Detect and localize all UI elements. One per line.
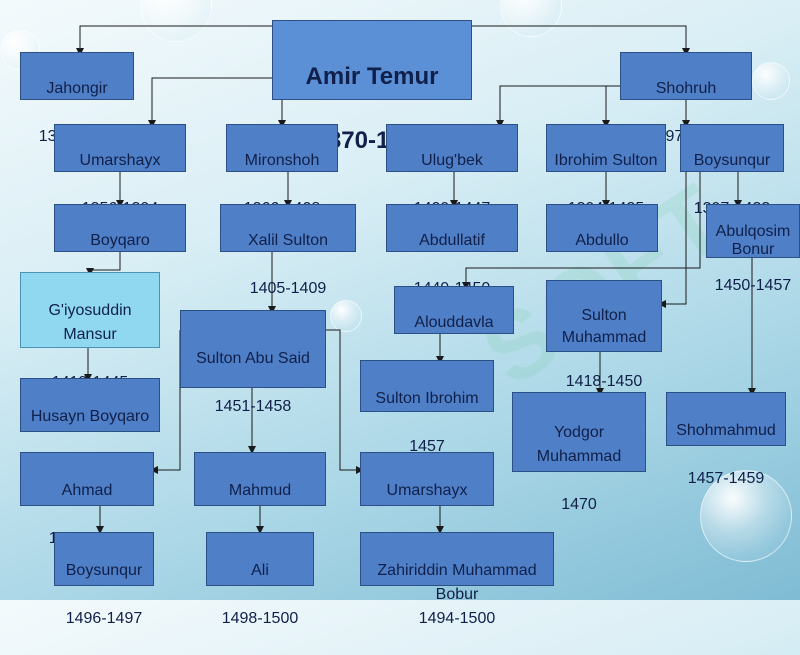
node-husayn-boyqaro: Husayn Boyqaro 1469-1506: [20, 378, 160, 473]
node-amir-temur: Amir Temur 1370-1405: [272, 20, 472, 154]
decorative-bubble: [752, 62, 790, 100]
node-abdullatif: Abdullatif 1449-1450: [386, 204, 518, 297]
node-name: Sulton Abu Said: [196, 350, 310, 367]
node-name: Ali: [251, 562, 269, 579]
node-name: Abdullatif: [419, 232, 485, 249]
node-shohmahmud: Shohmahmud 1457-1459: [666, 392, 786, 487]
node-ibrohim-sulton: Ibrohim Sulton 1394-1435: [546, 124, 666, 217]
node-name: Boyqaro: [90, 232, 150, 249]
node-ali: Ali 1498-1500: [206, 532, 314, 627]
node-abulqosim-bonur: Abulqosim Bonur 1450-1457: [706, 204, 800, 294]
node-boysunqur-mirzo: Boysunqur 1496-1497: [54, 532, 154, 627]
node-boysunqur: Boysunqur 1397-1433: [680, 124, 784, 217]
decorative-bubble: [700, 470, 792, 562]
node-abdullo: Abdullo 1450-1451: [546, 204, 658, 297]
node-name: G'iyosuddin Mansur: [48, 302, 132, 343]
node-years: 1450-1457: [714, 277, 792, 294]
node-umarshayx-mirzo: Umarshayx 1461-1494: [360, 452, 494, 547]
node-years: 1457: [409, 438, 445, 455]
node-years: 1494-1500: [418, 610, 496, 627]
node-name: Amir Temur: [305, 63, 439, 90]
node-name: Mironshoh: [244, 152, 320, 169]
node-sulton-muhammad: Sulton Muhammad 1418-1450: [546, 280, 662, 390]
node-years: 1498-1500: [221, 610, 299, 627]
node-years: 1496-1497: [65, 610, 143, 627]
node-name: Abulqosim Bonur: [715, 223, 791, 258]
node-name: Mahmud: [228, 482, 292, 499]
node-years: 1470: [561, 496, 597, 513]
node-name: Umarshayx: [386, 482, 468, 499]
node-giyosuddin-mansur: G'iyosuddin Mansur 1413-1445: [20, 272, 160, 391]
node-name: Zahiriddin Muhammad Bobur: [377, 562, 537, 603]
connector-lines: [76, 25, 756, 534]
node-zahiriddin-bobur: Zahiriddin Muhammad Bobur 1494-1500: [360, 532, 554, 627]
node-umarshayx: Umarshayx 1356-1394: [54, 124, 186, 217]
node-name: Husayn Boyqaro: [30, 408, 150, 425]
node-xalil-sulton: Xalil Sulton 1405-1409: [220, 204, 356, 297]
node-name: Ahmad: [61, 482, 113, 499]
node-name: Boysunqur: [693, 152, 771, 169]
node-name: Ulug'bek: [421, 152, 483, 169]
node-name: Shohruh: [655, 80, 717, 97]
decorative-bubble: [330, 300, 362, 332]
node-years: 1457-1459: [687, 470, 765, 487]
node-sulton-abu-said: Sulton Abu Said 1451-1458: [180, 310, 326, 415]
node-shohruh: Shohruh 1397-1447: [620, 52, 752, 145]
node-years: 1418-1450: [565, 373, 643, 390]
node-name: Umarshayx: [79, 152, 161, 169]
node-boyqaro: Boyqaro 1393-1423: [54, 204, 186, 297]
node-name: Jahongir: [46, 80, 108, 97]
node-years: 1451-1458: [214, 398, 292, 415]
node-name: Ibrohim Sulton: [554, 152, 658, 169]
node-name: Alouddavla: [414, 314, 494, 331]
node-name: Shohmahmud: [676, 422, 776, 439]
node-ahmad: Ahmad 1469-1494: [20, 452, 154, 547]
node-name: Sulton Ibrohim: [375, 390, 479, 407]
node-name: Abdullo: [575, 232, 629, 249]
node-mahmud: Mahmud 1494-1496: [194, 452, 326, 547]
node-sulton-ibrohim: Sulton Ibrohim 1457: [360, 360, 494, 455]
node-yodgor-muhammad: Yodgor Muhammad 1470: [512, 392, 646, 513]
node-ulugbek: Ulug'bek 1409-1447: [386, 124, 518, 217]
node-jahongir: Jahongir 1356-1376: [20, 52, 134, 145]
node-name: Xalil Sulton: [247, 232, 329, 249]
node-alouddavla: Alouddavla 1417-1460: [394, 286, 514, 379]
node-years: 1405-1409: [249, 280, 327, 297]
node-mironshoh: Mironshoh 1366-1408: [226, 124, 338, 217]
node-name: Sulton Muhammad: [561, 307, 647, 346]
node-name: Boysunqur: [65, 562, 143, 579]
node-name: Yodgor Muhammad: [536, 424, 622, 465]
